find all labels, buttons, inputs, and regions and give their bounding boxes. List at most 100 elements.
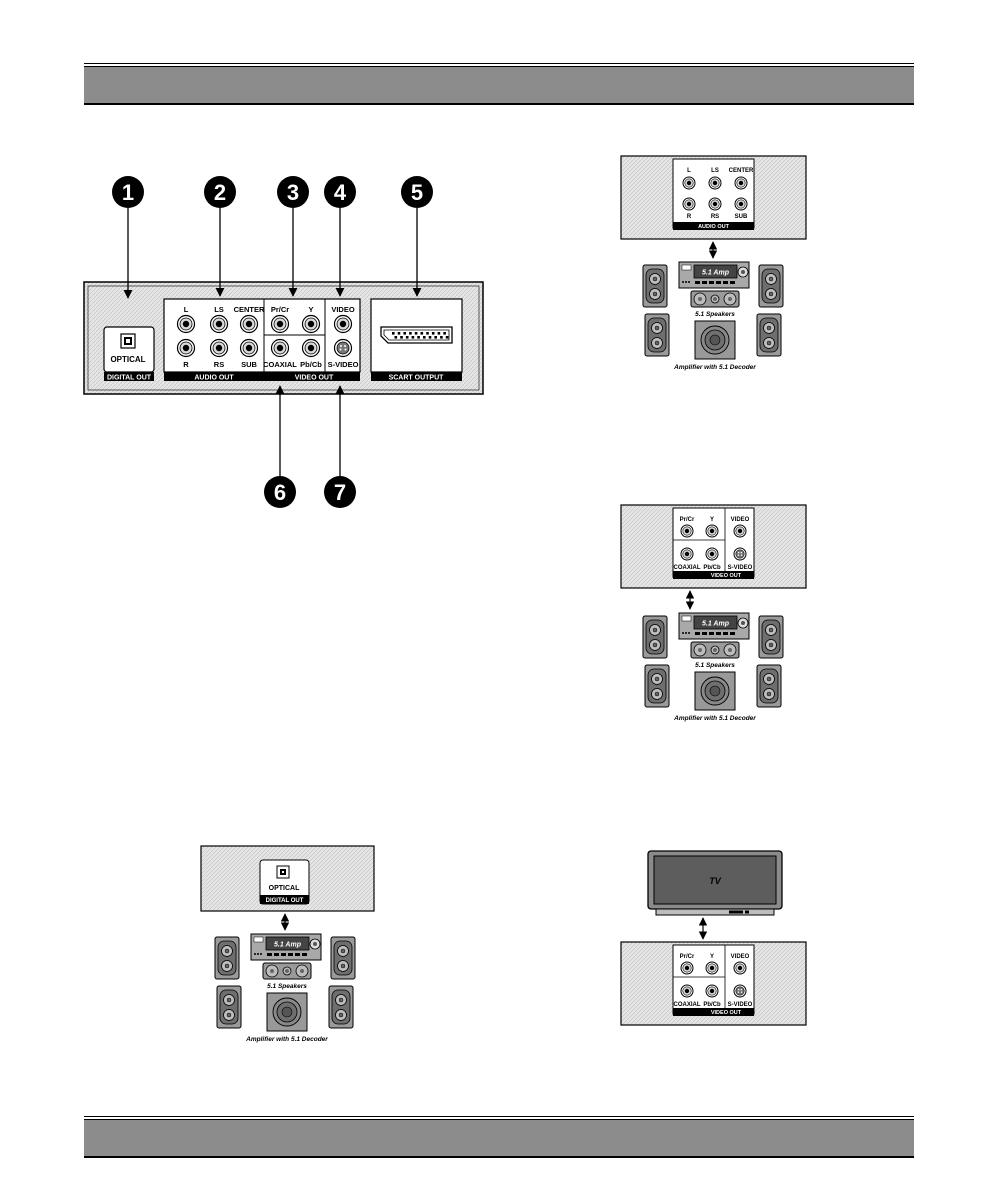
- amp-display: 5.1 Amp: [702, 621, 730, 628]
- svg-text:Pb/Cb: Pb/Cb: [703, 1002, 721, 1008]
- svg-text:L: L: [687, 168, 691, 174]
- svg-text:Pb/Cb: Pb/Cb: [703, 565, 721, 571]
- svg-text:Pr/Cr: Pr/Cr: [680, 954, 695, 960]
- amplifier-unit: 5.1 Amp: [678, 261, 750, 289]
- audio-out-label: AUDIO OUT: [698, 224, 730, 230]
- svg-text:VIDEO: VIDEO: [731, 517, 750, 523]
- amplifier-caption: Amplifier with 5.1 Decoder: [673, 715, 756, 722]
- surround-speaker: [756, 313, 782, 357]
- tv-label: TV: [709, 876, 721, 886]
- subwoofer: [694, 671, 736, 711]
- svg-text:S-VIDEO: S-VIDEO: [728, 1002, 753, 1008]
- surround-speaker: [214, 936, 240, 980]
- callouts: 1 2 3 4 5 6 7: [112, 176, 433, 508]
- svg-text:3: 3: [287, 180, 299, 205]
- jack-label-sub: SUB: [241, 360, 257, 369]
- video-jack-composite: [333, 314, 353, 334]
- surround-speaker: [758, 264, 784, 308]
- svg-text:1: 1: [122, 180, 134, 205]
- subwoofer: [266, 992, 308, 1032]
- svg-text:S-VIDEO: S-VIDEO: [728, 565, 753, 571]
- svg-text:Pr/Cr: Pr/Cr: [680, 517, 695, 523]
- svg-text:COAXIAL: COAXIAL: [674, 565, 701, 571]
- svg-text:4: 4: [334, 180, 347, 205]
- speakers-label: 5.1 Speakers: [695, 662, 735, 669]
- svg-text:VIDEO: VIDEO: [731, 954, 750, 960]
- jack-label-ls: LS: [214, 305, 224, 314]
- footer-bar: [84, 1119, 914, 1158]
- svg-text:R: R: [687, 214, 692, 220]
- optical-port-group: OPTICAL DIGITAL OUT: [103, 326, 155, 382]
- amp-display: 5.1 Amp: [702, 270, 730, 277]
- diagram-audio-to-amplifier: AUDIO OUT L LS CENTER R RS SUB 5.1 Amp5.…: [620, 155, 807, 371]
- svg-text:SUB: SUB: [735, 214, 748, 220]
- svg-text:CENTER: CENTER: [729, 168, 754, 174]
- jack-label-pb: Pb/Cb: [300, 360, 322, 369]
- audio-jack-rs: [209, 338, 229, 358]
- amp-display: 5.1 Amp: [274, 942, 302, 949]
- svg-text:Y: Y: [710, 954, 714, 960]
- audio-jack-sub: [239, 338, 259, 358]
- header-rule: [84, 63, 914, 64]
- surround-speaker: [758, 615, 784, 659]
- svg-text:5: 5: [411, 180, 423, 205]
- svg-text:COAXIAL: COAXIAL: [674, 1002, 701, 1008]
- jack-label-rs: RS: [214, 360, 224, 369]
- coaxial-jack: [270, 338, 290, 358]
- svg-text:LS: LS: [711, 168, 719, 174]
- optical-label: OPTICAL: [269, 885, 300, 892]
- scart-port-group: SCART OUTPUT: [370, 298, 463, 382]
- surround-speaker: [644, 664, 670, 708]
- jack-label-svideo: S-VIDEO: [328, 360, 359, 369]
- svg-text:6: 6: [274, 480, 286, 505]
- video-out-label: VIDEO OUT: [711, 1010, 742, 1016]
- amplifier-unit: 5.1 Amp: [678, 612, 750, 640]
- jack-label-video: VIDEO: [331, 305, 355, 314]
- video-jack-pb: [301, 338, 321, 358]
- audio-jack-r: [176, 338, 196, 358]
- surround-speaker: [756, 664, 782, 708]
- video-jack-y: [301, 314, 321, 334]
- footer-rule: [84, 1116, 914, 1117]
- svg-text:Y: Y: [710, 517, 714, 523]
- surround-speaker: [642, 615, 668, 659]
- surround-speaker: [330, 936, 356, 980]
- audio-jack-ls: [209, 314, 229, 334]
- audio-jack-center: [239, 314, 259, 334]
- jack-label-r: R: [183, 360, 189, 369]
- svg-text:RS: RS: [711, 214, 719, 220]
- video-out-label: VIDEO OUT: [295, 375, 334, 382]
- center-speaker: [262, 962, 312, 980]
- audio-out-label: AUDIO OUT: [194, 375, 234, 382]
- surround-speaker: [328, 985, 354, 1029]
- svideo-jack: [333, 338, 353, 358]
- svg-text:2: 2: [214, 180, 226, 205]
- subwoofer: [694, 320, 736, 360]
- av-output-block: AUDIO OUT VIDEO OUT L LS CENTER R RS SUB…: [163, 298, 361, 382]
- scart-output-label: SCART OUTPUT: [389, 375, 445, 382]
- surround-speaker: [642, 264, 668, 308]
- rear-panel: OPTICAL DIGITAL OUT AUDIO OUT VIDEO OUT …: [83, 281, 484, 395]
- svg-text:7: 7: [334, 480, 346, 505]
- diagram-video-to-amplifier: VIDEO OUT Pr/Cr Y VIDEO COAXIAL Pb/Cb S-…: [620, 504, 807, 722]
- callout-3: [277, 176, 309, 208]
- speakers-label: 5.1 Speakers: [267, 983, 307, 990]
- callout-5: [401, 176, 433, 208]
- jack-label-y: Y: [308, 305, 313, 314]
- digital-out-label: DIGITAL OUT: [266, 898, 304, 904]
- digital-out-label: DIGITAL OUT: [107, 375, 152, 382]
- diagram-video-to-tv: TV VIDEO OUT Pr/Cr Y VIDEO COAXIAL Pb/Cb…: [620, 850, 807, 1026]
- callout-1: [112, 176, 144, 208]
- callout-6: [264, 476, 296, 508]
- callout-4: [324, 176, 356, 208]
- center-speaker: [690, 641, 740, 659]
- surround-speaker: [644, 313, 670, 357]
- jack-label-center: CENTER: [234, 305, 265, 314]
- jack-label-coaxial: COAXIAL: [263, 360, 297, 369]
- video-out-label: VIDEO OUT: [711, 573, 742, 579]
- jack-label-l: L: [184, 305, 189, 314]
